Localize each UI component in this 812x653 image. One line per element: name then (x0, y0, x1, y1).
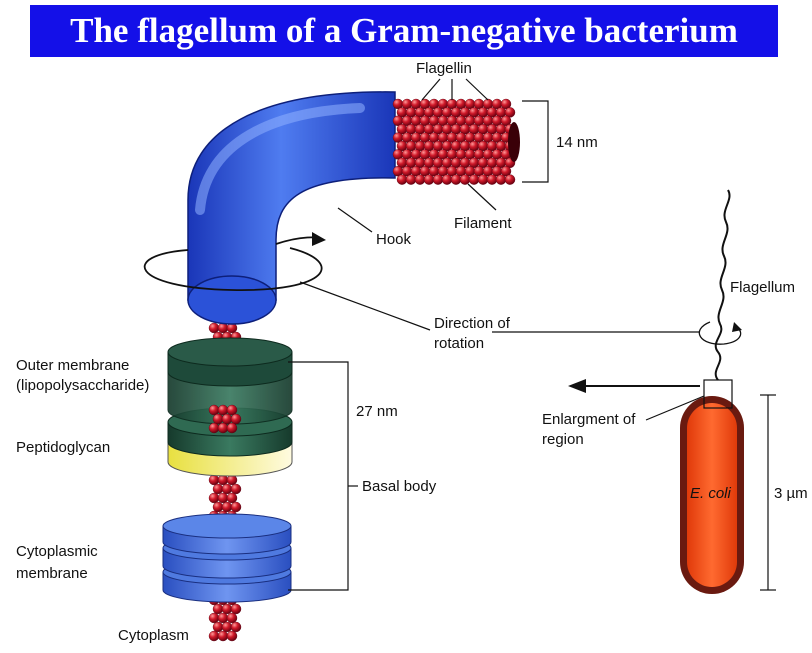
label-27nm: 27 nm (356, 403, 398, 420)
label-basal-body: Basal body (362, 478, 437, 495)
label-flagellum: Flagellum (730, 279, 795, 296)
filament-opening (508, 122, 520, 162)
flagellin-bead (221, 501, 233, 513)
flagellin-bead (217, 630, 229, 642)
flagellin-bead (230, 603, 242, 615)
flagellin-bead (208, 630, 220, 642)
flagellin-bead (459, 174, 471, 185)
cytoplasmic-membrane-rings (162, 513, 292, 603)
flagellin-bead (495, 174, 507, 185)
label-outer-membrane-2: (lipopolysaccharide) (16, 377, 149, 394)
flagellin-bead (396, 174, 408, 185)
flagellin-bead (221, 603, 233, 615)
rod-beads-front (208, 404, 242, 434)
flagellin-bead (208, 492, 220, 504)
movement-arrow-icon (568, 379, 700, 393)
flagellin-bead (230, 483, 242, 495)
flagellin-bead (500, 165, 512, 177)
rotation-arrow-icon (143, 232, 326, 291)
flagellin-bead (450, 174, 462, 185)
leader-lines (288, 78, 776, 591)
outer-membrane-ring (167, 337, 293, 425)
flagellin-bead (230, 501, 242, 513)
flagellin-bead (432, 174, 444, 185)
flagellin-bead (226, 492, 238, 504)
flagellin-bead (221, 483, 233, 495)
flagellin-bead (212, 501, 224, 513)
flagellin-bead (414, 174, 426, 185)
flagellin-bead (405, 174, 417, 185)
label-filament: Filament (454, 215, 512, 232)
title-banner: The flagellum of a Gram-negative bacteri… (30, 5, 778, 57)
label-direction-1: Direction of (434, 315, 511, 332)
flagellin-bead (212, 603, 224, 615)
flagellin-bead (208, 422, 220, 434)
flagellin-bead (221, 413, 233, 425)
flagellin-bead (486, 174, 498, 185)
flagellin-bead (208, 322, 220, 334)
flagellin-bead (226, 404, 238, 416)
flagellin-bead (230, 621, 242, 633)
flagellin-bead (504, 174, 516, 185)
flagellin-bead (208, 612, 220, 624)
flagellin-bead (208, 404, 220, 416)
flagellin-bead (217, 612, 229, 624)
label-peptidoglycan: Peptidoglycan (16, 439, 110, 456)
flagellin-bead (468, 174, 480, 185)
flagellin-bead (208, 474, 220, 486)
label-cytoplasmic-2: membrane (16, 565, 88, 582)
flagellin-bead (226, 612, 238, 624)
flagellin-bead (221, 621, 233, 633)
page-title: The flagellum of a Gram-negative bacteri… (70, 11, 738, 50)
flagellin-bead (217, 404, 229, 416)
flagellin-bead (477, 174, 489, 185)
flagellin-bead (441, 174, 453, 185)
label-cytoplasmic-1: Cytoplasmic (16, 543, 98, 560)
label-enlargement-2: region (542, 431, 584, 448)
flagellin-bead (500, 115, 512, 127)
flagellin-bead (226, 630, 238, 642)
flagellin-bead (504, 107, 516, 118)
ecoli-cell (680, 396, 744, 594)
flagellin-bead (217, 474, 229, 486)
flagellin-bead (226, 474, 238, 486)
label-14nm: 14 nm (556, 134, 598, 151)
flagellin-bead (423, 174, 435, 185)
hook-tube (187, 91, 396, 325)
label-outer-membrane-1: Outer membrane (16, 357, 129, 374)
flagellin-bead (212, 413, 224, 425)
flagellin-bead (230, 413, 242, 425)
flagellin-bead (212, 621, 224, 633)
label-flagellin: Flagellin (416, 60, 472, 77)
cell-rotation-icon (698, 321, 742, 345)
label-enlargement-1: Enlargment of (542, 411, 636, 428)
label-hook: Hook (376, 231, 412, 248)
flagellin-bead (226, 422, 238, 434)
label-ecoli: E. coli (690, 485, 732, 502)
flagellin-bead (217, 422, 229, 434)
flagellin-bead (500, 98, 512, 110)
flagellin-bead (217, 492, 229, 504)
label-cytoplasm: Cytoplasm (118, 627, 189, 644)
label-3um: 3 µm (774, 485, 808, 502)
flagellin-bead (212, 483, 224, 495)
label-direction-2: rotation (434, 335, 484, 352)
filament-beads (392, 98, 520, 185)
cell-flagellum (714, 189, 731, 381)
